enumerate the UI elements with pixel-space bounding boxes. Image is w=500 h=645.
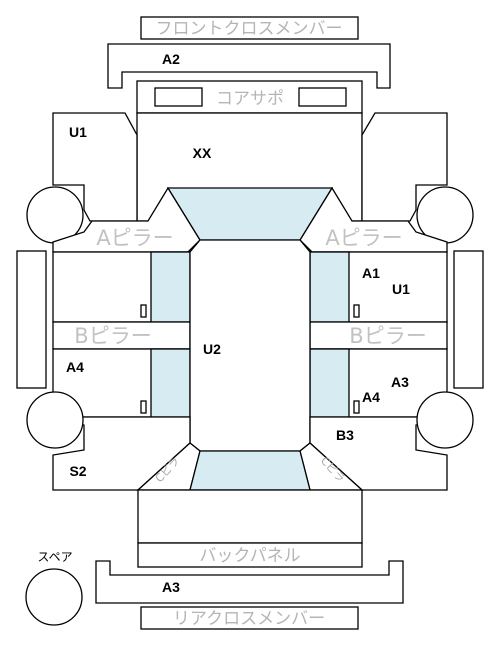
b-pillar-left[interactable] (52, 321, 191, 350)
code-a3-door: A3 (391, 374, 409, 390)
mirror-right[interactable] (453, 250, 484, 389)
mirror-left[interactable] (16, 250, 47, 389)
code-a3-rear: A3 (162, 579, 180, 595)
front-member-bracket[interactable] (107, 43, 391, 89)
wheel-rear-left[interactable] (26, 391, 84, 449)
wheel-rear-right[interactable] (416, 391, 474, 449)
headlight-right[interactable] (298, 87, 347, 107)
left-front-handle[interactable] (140, 304, 147, 318)
a-pillar-left-label: Aピラー (96, 226, 173, 250)
front-cross-member-label: フロントクロスメンバー (156, 19, 343, 39)
code-a1: A1 (362, 265, 380, 281)
left-rear-handle[interactable] (140, 400, 147, 414)
left-front-fender[interactable] (52, 112, 138, 222)
right-front-window[interactable] (309, 251, 350, 323)
right-rear-handle[interactable] (353, 400, 360, 414)
code-a4-right: A4 (362, 389, 380, 405)
trunk-panel[interactable] (137, 489, 363, 544)
spare-label: スペア (37, 550, 72, 564)
headlight-left[interactable] (154, 87, 203, 107)
b-pillar-right[interactable] (309, 321, 448, 350)
left-front-window[interactable] (150, 251, 191, 323)
b-pillar-left-label: Bピラー (74, 324, 151, 348)
left-rear-window[interactable] (150, 348, 191, 418)
back-panel-label: バックパネル (199, 546, 300, 566)
core-support-label: コアサポ (216, 89, 284, 109)
rear-cross-member-label: リアクロスメンバー (173, 609, 325, 629)
rear-window[interactable] (189, 450, 311, 491)
code-u1-left: U1 (69, 124, 87, 140)
back-panel[interactable] (137, 542, 363, 568)
rear-cross-member-panel[interactable] (140, 606, 359, 630)
code-s2: S2 (69, 463, 86, 479)
code-u1-right: U1 (392, 281, 410, 297)
front-cross-member-panel[interactable] (140, 16, 359, 40)
code-u2: U2 (203, 341, 221, 357)
rear-member-bracket[interactable] (95, 560, 404, 604)
a-pillar-right-label: Aピラー (325, 226, 402, 250)
code-a2: A2 (162, 51, 180, 67)
code-xx: XX (193, 145, 212, 161)
code-b3: B3 (336, 427, 354, 443)
right-front-handle[interactable] (353, 304, 360, 318)
right-rear-window[interactable] (309, 348, 350, 418)
code-a4-left: A4 (66, 359, 84, 375)
right-front-fender[interactable] (361, 112, 448, 222)
b-pillar-right-label: Bピラー (349, 324, 426, 348)
spare-tire[interactable] (25, 568, 83, 626)
